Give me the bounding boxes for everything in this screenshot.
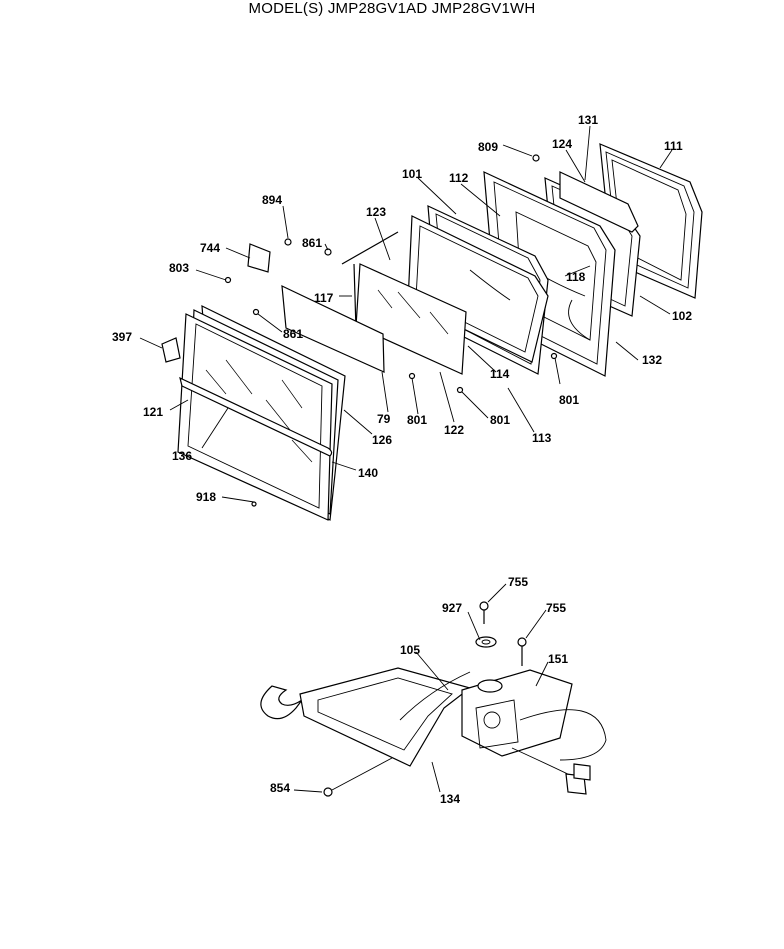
label-112: 112 <box>449 171 469 185</box>
part-79-plate <box>281 285 385 373</box>
label-397: 397 <box>112 330 132 344</box>
label-118: 118 <box>566 270 586 284</box>
label-131: 131 <box>578 113 598 127</box>
label-101: 101 <box>402 167 422 181</box>
label-121: 121 <box>143 405 163 419</box>
label-861-mid: 861 <box>283 327 303 341</box>
label-861-top: 861 <box>302 236 322 250</box>
label-809: 809 <box>478 140 498 154</box>
label-801-lower: 801 <box>490 413 510 427</box>
label-79: 79 <box>377 412 391 426</box>
label-122: 122 <box>444 423 464 437</box>
part-397-cap <box>161 337 181 363</box>
part-117-bracket <box>341 231 399 331</box>
label-744: 744 <box>200 241 220 255</box>
label-124: 124 <box>552 137 572 151</box>
part-136-handle <box>179 376 333 457</box>
label-123: 123 <box>366 205 386 219</box>
label-126: 126 <box>372 433 392 447</box>
label-801-right: 801 <box>559 393 579 407</box>
label-136: 136 <box>172 449 192 463</box>
leader-lines <box>139 125 673 503</box>
label-894: 894 <box>262 193 282 207</box>
label-140: 140 <box>358 466 378 480</box>
label-113: 113 <box>532 431 552 445</box>
label-755-top: 755 <box>508 575 528 589</box>
label-854: 854 <box>270 781 290 795</box>
label-918: 918 <box>196 490 216 504</box>
assembly-leader-lines <box>293 583 549 793</box>
door-screws <box>224 154 558 507</box>
label-117: 117 <box>314 291 334 305</box>
part-122-glass <box>355 263 467 375</box>
label-151: 151 <box>548 652 568 666</box>
label-102: 102 <box>672 309 692 323</box>
label-927: 927 <box>442 601 462 615</box>
label-134: 134 <box>440 792 460 806</box>
label-111: 111 <box>664 139 683 153</box>
part-labels: 111 131 124 809 101 112 894 123 744 861 … <box>112 113 692 806</box>
label-803: 803 <box>169 261 189 275</box>
label-801-center: 801 <box>407 413 427 427</box>
assembly-screws <box>323 601 527 797</box>
part-105-hook-arm <box>260 667 472 767</box>
part-744-hinge <box>247 238 332 273</box>
label-105: 105 <box>400 643 420 657</box>
label-755-right: 755 <box>546 601 566 615</box>
model-title: MODEL(S) JMP28GV1AD JMP28GV1WH <box>248 0 536 17</box>
label-114: 114 <box>490 367 510 381</box>
label-132: 132 <box>642 353 662 367</box>
